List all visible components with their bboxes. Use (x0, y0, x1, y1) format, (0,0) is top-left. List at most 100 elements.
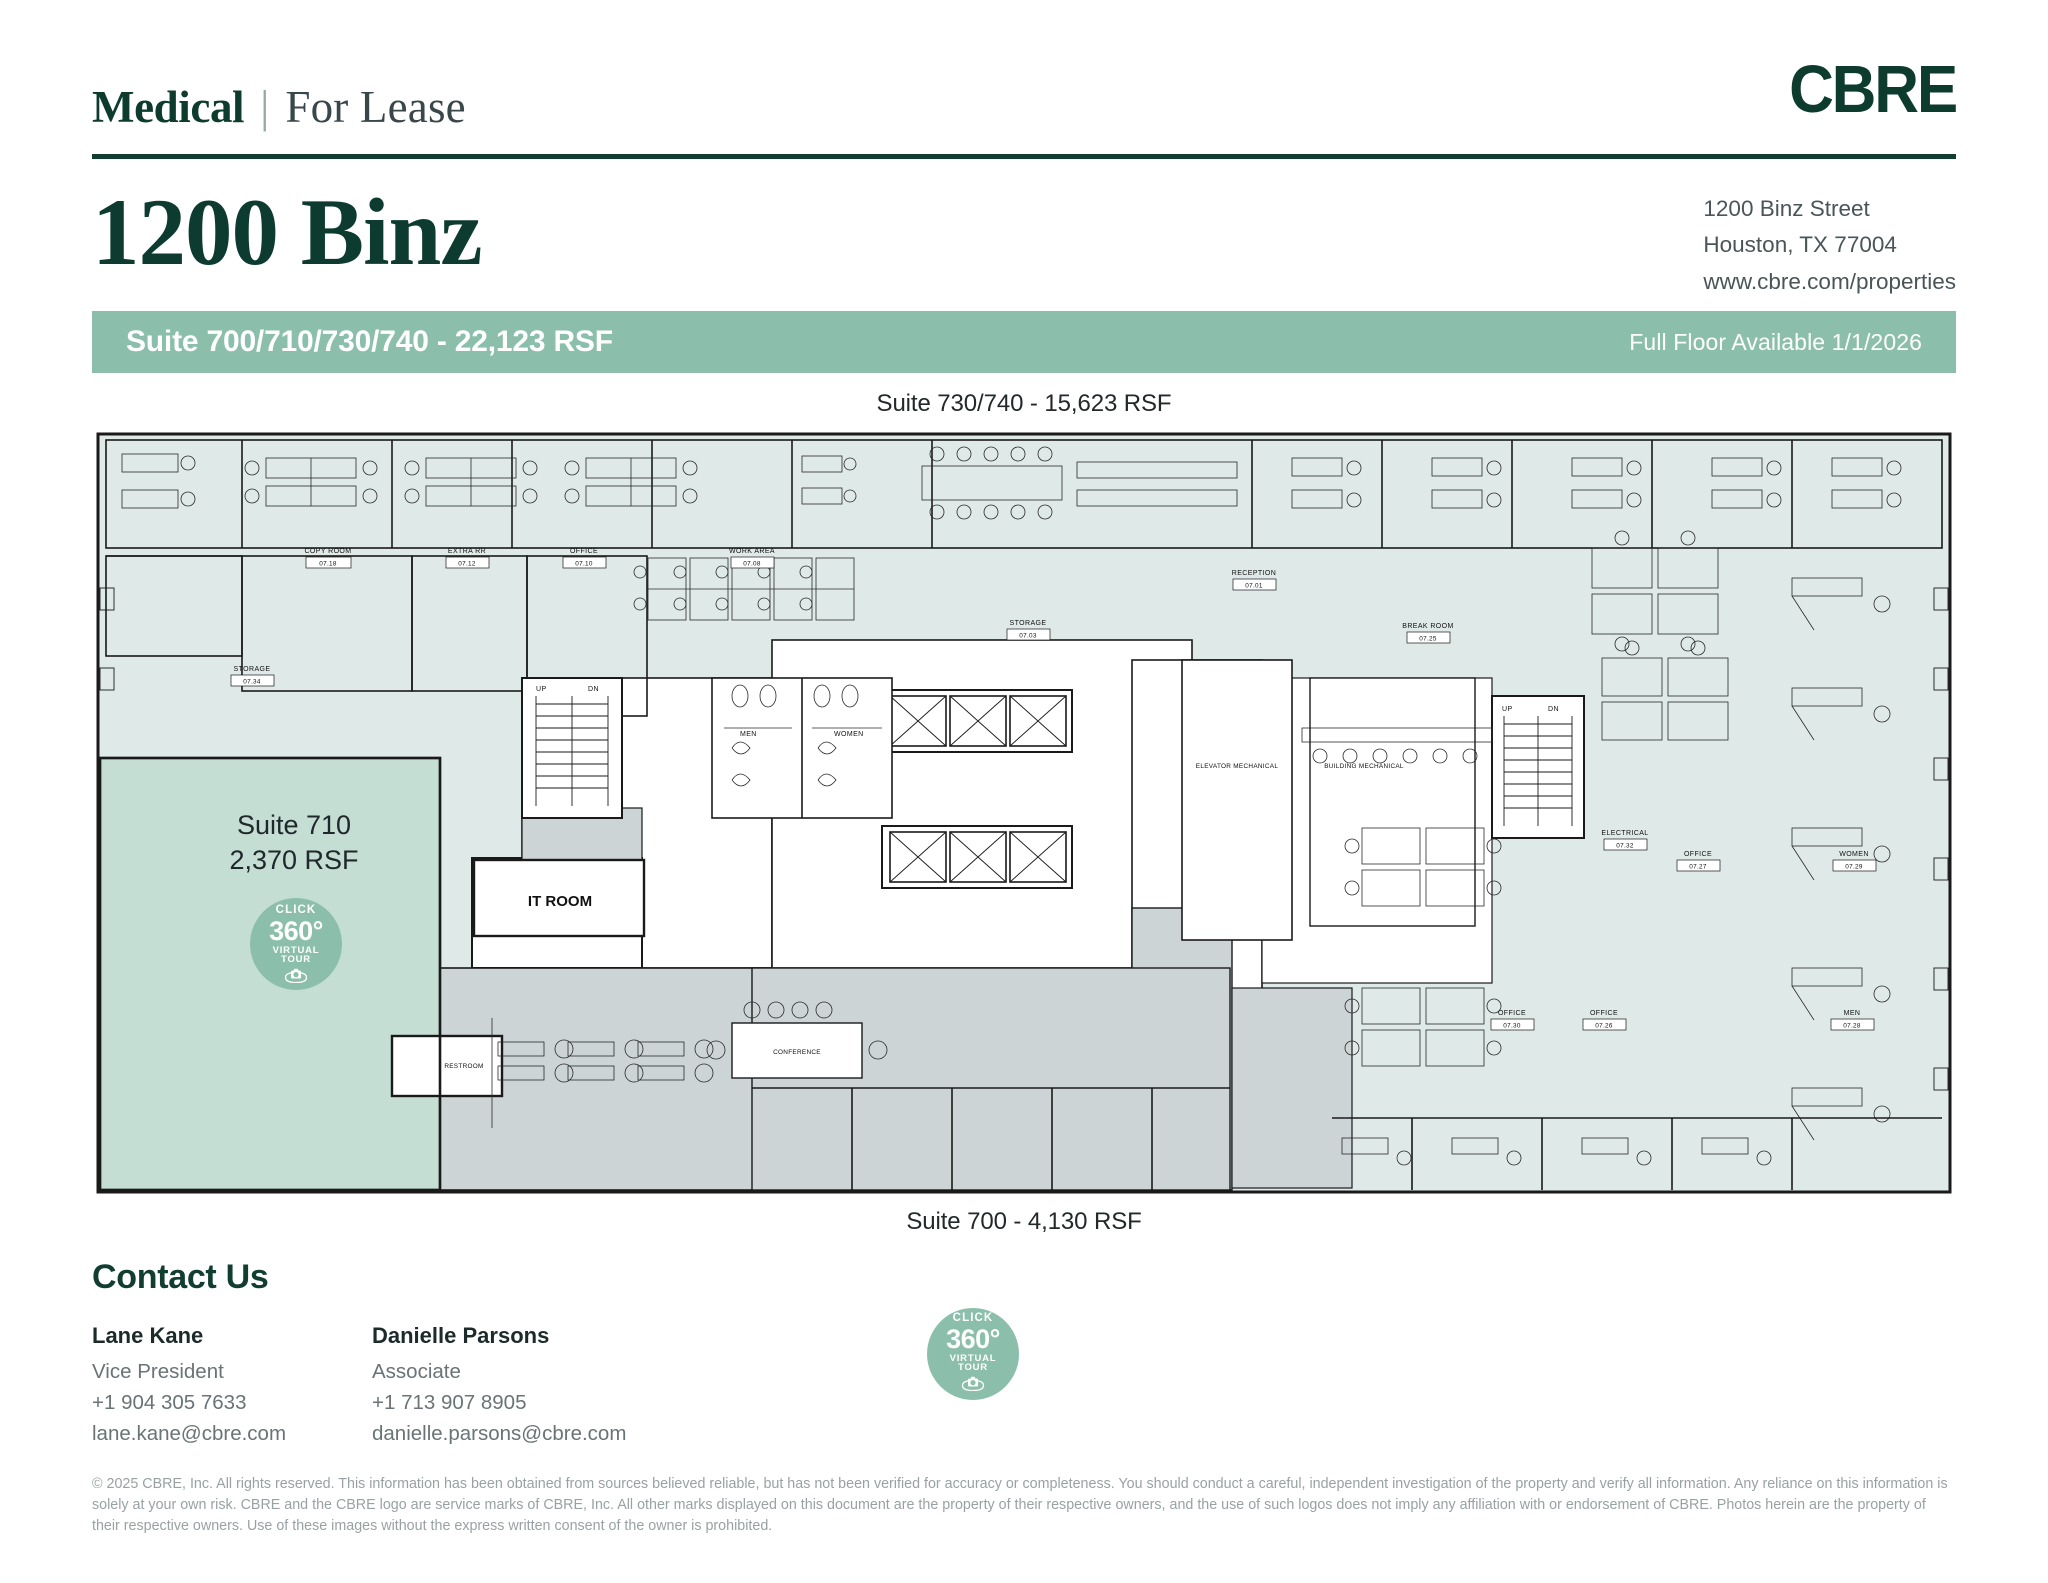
svg-text:WORK AREA: WORK AREA (729, 548, 775, 555)
svg-text:COPY ROOM: COPY ROOM (304, 548, 351, 555)
virtual-tour-badge-suite710[interactable]: CLICK 360° VIRTUAL TOUR (250, 898, 342, 990)
svg-text:OFFICE: OFFICE (570, 548, 598, 555)
svg-text:OFFICE: OFFICE (1684, 851, 1712, 858)
conference-room-bottom: CONFERENCE (706, 1001, 888, 1079)
banner-suite-label: Suite 700/710/730/740 - 22,123 RSF (126, 325, 613, 358)
website-link[interactable]: www.cbre.com/properties (1703, 268, 1956, 294)
room-label-women-0729: WOMEN 07.29 (1832, 851, 1877, 872)
svg-text:BUILDING MECHANICAL: BUILDING MECHANICAL (1324, 763, 1404, 770)
legal-disclaimer: © 2025 CBRE, Inc. All rights reserved. T… (92, 1475, 1948, 1534)
room-label-men-0728: MEN 07.28 (1830, 1010, 1875, 1031)
room-label-electrical: ELECTRICAL 07.32 (1601, 830, 1648, 851)
perimeter-mullions (99, 587, 1949, 1091)
svg-text:DN: DN (1548, 706, 1559, 713)
svg-text:WOMEN: WOMEN (1839, 851, 1869, 858)
svg-text:07.01: 07.01 (1245, 583, 1263, 590)
svg-text:WOMEN: WOMEN (834, 731, 864, 738)
contact-card: Danielle Parsons Associate +1 713 907 89… (372, 1323, 652, 1449)
room-label-storage-0734: STORAGE 07.34 (230, 666, 275, 687)
contact-email[interactable]: lane.kane@cbre.com (92, 1421, 287, 1445)
contact-card: Lane Kane Vice President +1 904 305 7633… (92, 1323, 372, 1449)
svg-text:STORAGE: STORAGE (234, 666, 271, 673)
svg-text:IT ROOM: IT ROOM (528, 893, 592, 910)
stair-core-left: UP DN (521, 677, 623, 819)
camera-360-icon (284, 968, 308, 983)
kicker-medical: Medical (92, 82, 245, 132)
svg-text:DN: DN (588, 686, 599, 693)
contact-name: Lane Kane (92, 1323, 204, 1348)
room-label-office-0710: OFFICE 07.10 (562, 548, 607, 569)
address-line-2: Houston, TX 77004 (1703, 232, 1897, 258)
bottom-office-band (752, 1087, 1942, 1190)
room-label-extra-rr: EXTRA RR 07.12 (445, 548, 490, 569)
room-label-office-0726: OFFICE 07.26 (1582, 1010, 1627, 1031)
page-title: 1200 Binz (92, 179, 483, 285)
svg-text:07.27: 07.27 (1689, 864, 1707, 871)
room-label-office-0727: OFFICE 07.27 (1676, 851, 1721, 872)
suite700-cubicles (491, 1018, 714, 1128)
svg-text:07.28: 07.28 (1843, 1023, 1861, 1030)
suite-710-label: Suite 710 2,370 RSF (154, 808, 434, 877)
svg-text:BREAK ROOM: BREAK ROOM (1402, 623, 1453, 630)
svg-text:07.03: 07.03 (1019, 633, 1037, 640)
svg-text:UP: UP (1502, 706, 1513, 713)
svg-text:07.12: 07.12 (458, 561, 476, 568)
page-header: Medical | For Lease CBRE (92, 0, 1958, 148)
svg-text:07.30: 07.30 (1503, 1023, 1521, 1030)
svg-text:07.26: 07.26 (1595, 1023, 1613, 1030)
contact-title: Associate (372, 1360, 461, 1383)
svg-text:07.32: 07.32 (1616, 843, 1634, 850)
room-label-break-room: BREAK ROOM 07.25 (1402, 623, 1453, 644)
contact-cards: Lane Kane Vice President +1 904 305 7633… (92, 1323, 1956, 1449)
svg-text:07.18: 07.18 (319, 561, 337, 568)
svg-text:CONFERENCE: CONFERENCE (773, 1049, 821, 1056)
contact-name: Danielle Parsons (372, 1323, 550, 1348)
stair-core-right: UP DN (1491, 695, 1585, 839)
svg-text:MEN: MEN (740, 731, 757, 738)
floor-plan-svg: .w { fill:none; stroke:#1a1a1a; stroke-w… (96, 432, 1952, 1194)
badge-360-label: 360° (946, 1323, 1000, 1354)
svg-text:OFFICE: OFFICE (1590, 1010, 1618, 1017)
svg-text:RESTROOM: RESTROOM (444, 1063, 483, 1070)
kicker-for-lease: For Lease (285, 82, 466, 132)
svg-text:07.34: 07.34 (243, 679, 261, 686)
suite710-restroom: RESTROOM (390, 1034, 504, 1098)
badge-virtual-label: VIRTUAL (949, 1352, 997, 1364)
property-type-kicker: Medical | For Lease (92, 84, 466, 148)
floor-plan[interactable]: .w { fill:none; stroke:#1a1a1a; stroke-w… (92, 428, 1956, 1198)
svg-text:ELECTRICAL: ELECTRICAL (1601, 830, 1648, 837)
plan-caption-bottom: Suite 700 - 4,130 RSF (906, 1208, 1142, 1235)
right-workstations (1301, 530, 1891, 1141)
suite-710-rsf: 2,370 RSF (229, 844, 359, 875)
elevator-bank-upper (881, 689, 1073, 753)
room-label-reception: RECEPTION 07.01 (1232, 570, 1277, 591)
badge-tour-label: TOUR (281, 954, 311, 966)
badge-click-label: CLICK (275, 904, 317, 917)
it-room: IT ROOM (472, 858, 646, 938)
contact-title: Vice President (92, 1360, 224, 1383)
suite-banner: Suite 700/710/730/740 - 22,123 RSF Full … (92, 311, 1956, 373)
svg-text:OFFICE: OFFICE (1498, 1010, 1526, 1017)
contact-phone[interactable]: +1 713 907 8905 (372, 1390, 527, 1414)
room-label-work-area: WORK AREA 07.08 (729, 548, 775, 569)
contact-phone[interactable]: +1 904 305 7633 (92, 1390, 247, 1414)
svg-text:EXTRA RR: EXTRA RR (448, 548, 486, 555)
virtual-tour-badge-suite700[interactable]: CLICK 360° VIRTUAL TOUR (927, 1308, 1019, 1400)
building-mechanical-room: BUILDING MECHANICAL (1309, 677, 1476, 927)
camera-360-icon (961, 1376, 985, 1395)
svg-text:ELEVATOR MECHANICAL: ELEVATOR MECHANICAL (1196, 763, 1279, 770)
address-line-1: 1200 Binz Street (1703, 196, 1870, 221)
contact-email[interactable]: danielle.parsons@cbre.com (372, 1421, 627, 1445)
badge-360-label: 360° (269, 915, 323, 946)
room-label-storage-0703: STORAGE 07.03 (1006, 620, 1051, 641)
suite-710-name: Suite 710 (236, 810, 352, 840)
svg-text:UP: UP (536, 686, 547, 693)
elevator-mechanical-room: ELEVATOR MECHANICAL (1181, 659, 1293, 941)
contact-heading: Contact Us (92, 1258, 269, 1296)
badge-virtual-label: VIRTUAL (272, 944, 320, 956)
svg-text:07.29: 07.29 (1845, 864, 1863, 871)
room-label-copy-room: COPY ROOM 07.18 (304, 548, 352, 569)
badge-tour-label: TOUR (958, 1362, 988, 1374)
svg-text:07.25: 07.25 (1419, 636, 1437, 643)
banner-availability: Full Floor Available 1/1/2026 (1629, 328, 1922, 355)
